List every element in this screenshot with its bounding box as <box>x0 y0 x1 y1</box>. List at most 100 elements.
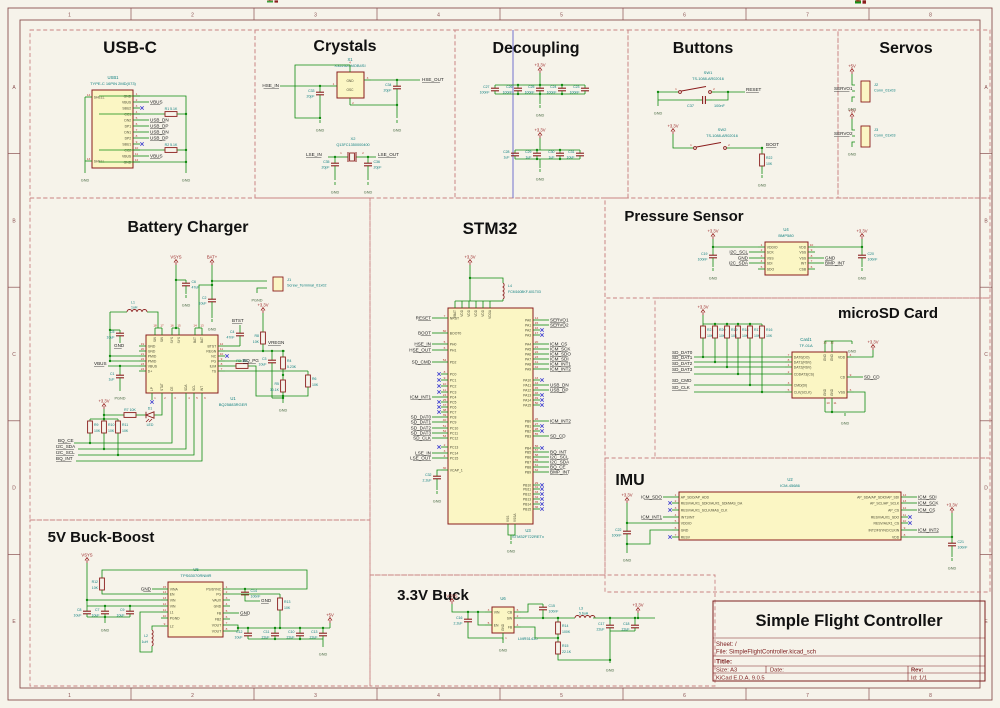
net-label-HSE_OUT[interactable]: HSE_OUT <box>422 77 444 83</box>
section-title[interactable]: 3.3V Buck <box>397 587 469 604</box>
net-label-SD_DAT0[interactable]: SD_DAT0 <box>672 350 693 356</box>
power-flag-+3.3V[interactable]: +3.3V <box>534 127 546 138</box>
net-label-SERVO2[interactable]: SERVO2 <box>834 131 853 137</box>
net-label-SD_DAT1[interactable]: SD_DAT1 <box>672 355 693 361</box>
ground-symbol[interactable]: GND <box>841 413 850 426</box>
net-label-BQ_CE[interactable]: BQ_CE <box>58 438 74 444</box>
component-U5[interactable]: U5TPS63070RNMR15VINAGND14EN13VIN12VIN11L… <box>141 567 251 638</box>
resistor-R1[interactable]: R1 5.1K <box>163 107 179 117</box>
ground-symbol[interactable]: GND <box>606 660 615 673</box>
power-flag-+3.3V[interactable]: +3.3V <box>697 304 709 315</box>
ground-symbol[interactable]: GND <box>279 400 288 413</box>
net-label-SD_CLK[interactable]: SD_CLK <box>672 385 691 391</box>
net-label-SERVO1[interactable]: SERVO1 <box>834 86 853 92</box>
text[interactable]: C37 <box>687 104 694 108</box>
ground-symbol[interactable]: GND <box>331 182 340 195</box>
component-U4[interactable]: U4BMP5801VDDIO2SCKI2C_SCL3VSSGND4SDII2C_… <box>729 227 845 276</box>
component-U3[interactable]: U3STM32F722RETx7NRSTRESET60BOOT0BOOT5PH0… <box>409 301 571 539</box>
section-title[interactable]: Buttons <box>673 40 734 57</box>
text[interactable]: GND <box>346 79 354 83</box>
net-label-GND[interactable]: GND <box>114 343 125 349</box>
power-flag-+3.3V[interactable]: +3.3V <box>632 602 644 613</box>
ground-symbol[interactable]: GND <box>316 120 325 133</box>
section-title[interactable]: Battery Charger <box>128 219 249 236</box>
text[interactable]: 2 <box>362 151 364 155</box>
net-label-VREGN[interactable]: VREGN <box>268 340 284 346</box>
net-label-SD_DAT2[interactable]: SD_DAT2 <box>672 361 693 367</box>
power-flag-+5V[interactable]: +5V <box>848 63 856 74</box>
ground-symbol[interactable]: GND <box>182 170 191 183</box>
net-label-BQ_PG[interactable]: BQ_PG <box>243 358 259 364</box>
section-title[interactable]: USB-C <box>103 38 157 57</box>
ground-symbol[interactable]: GND <box>433 491 442 504</box>
text[interactable]: SW2 <box>718 127 727 132</box>
net-label-SD_DAT3[interactable]: SD_DAT3 <box>672 367 693 373</box>
capacitor-cap[interactable] <box>696 96 712 104</box>
ground-symbol[interactable]: GND <box>709 268 718 281</box>
text[interactable]: X2 <box>351 136 357 141</box>
power-flag-+3.3V[interactable]: +3.3V <box>464 254 476 265</box>
resistor-R7[interactable]: R7 10K <box>122 408 138 418</box>
ground-symbol[interactable]: GND <box>393 120 402 133</box>
section-title[interactable]: Crystals <box>313 38 376 55</box>
net-label-BQ_INT[interactable]: BQ_INT <box>56 456 73 462</box>
ground-symbol[interactable]: GND <box>364 182 373 195</box>
ground-symbol[interactable]: GND <box>758 175 767 188</box>
power-flag-+3.3V[interactable]: +3.3V <box>667 123 679 134</box>
net-label-LSE_OUT[interactable]: LSE_OUT <box>378 152 399 158</box>
net-label-SD_CMD[interactable]: SD_CMD <box>672 378 692 384</box>
net-label-RESET[interactable]: RESET <box>746 87 762 93</box>
ground-symbol[interactable]: PGND <box>115 388 126 401</box>
power-flag-+3.3V[interactable]: +3.3V <box>856 228 868 239</box>
component-U1[interactable]: U1BQ25883RGER19GND20GND21PMID22PMID23VBU… <box>139 324 247 408</box>
ground-symbol[interactable]: PGND <box>252 290 263 303</box>
component-U2[interactable]: U2ICM-456861AP_SDO/AP_ADDICM_SDO2RESV/AU… <box>641 477 939 541</box>
net-label-VBUS[interactable]: VBUS <box>94 361 107 367</box>
section-title[interactable]: IMU <box>615 472 644 489</box>
power-flag-+5V[interactable]: +5V <box>326 612 334 623</box>
net-label-BOOT[interactable]: BOOT <box>766 142 779 148</box>
crystal[interactable] <box>344 152 360 162</box>
section-title[interactable]: 5V Buck-Boost <box>48 529 155 546</box>
net-label-BTST[interactable]: BTST <box>232 318 244 324</box>
ground-symbol[interactable]: GND <box>858 268 867 281</box>
